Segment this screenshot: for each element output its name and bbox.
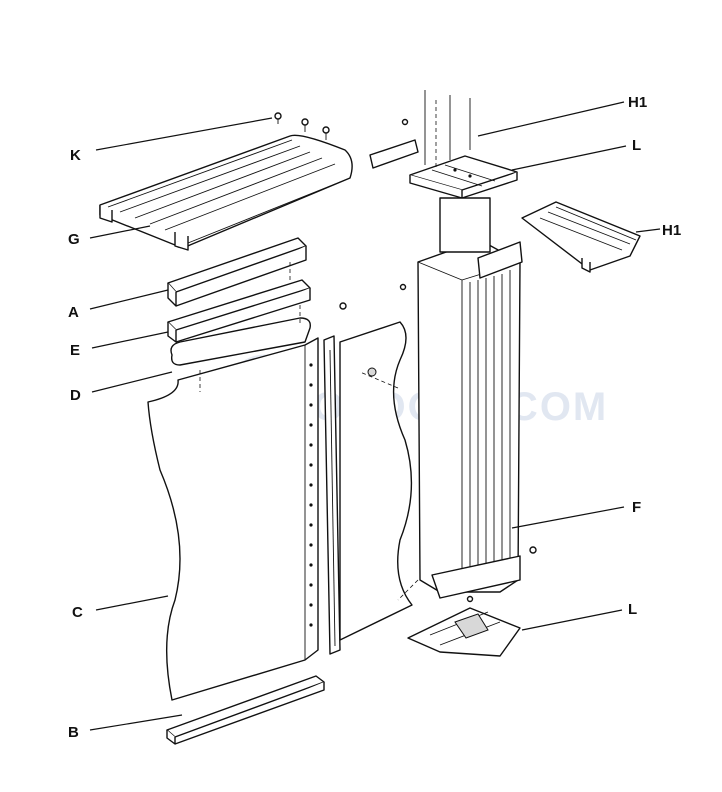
label-k-group: K [70,117,273,164]
label-e: E [70,342,80,359]
top-cap-part-h1-side [521,201,641,273]
label-f: F [632,499,641,516]
bolt-strip [323,335,341,655]
alignment-lines [199,262,419,601]
label-h1-side-group: H1 [635,222,681,239]
label-h1-side: H1 [662,222,681,239]
label-d-group: D [70,371,173,404]
label-c-group: C [72,595,169,621]
label-l-bottom: L [628,601,637,618]
wall-panel-right-section [339,321,413,641]
label-h1-top-group: H1 [477,94,647,137]
label-c: C [72,604,83,621]
label-f-group: F [511,499,641,529]
label-l-top-group: L [511,137,641,171]
stabilizer-rail-part-e [167,279,311,343]
label-k: K [70,147,81,164]
bottom-plate-part-l [407,595,521,657]
wall-panel-part-c [147,337,319,701]
bottom-track-part-b [166,675,325,745]
top-rail-part-a [167,237,307,307]
upright-screw [399,283,537,554]
label-e-group: E [70,331,169,359]
connector-bracket [369,118,419,169]
label-g: G [68,231,80,248]
label-a-group: A [68,289,169,321]
label-g-group: G [68,225,151,248]
upright-upper-section [439,197,491,253]
wall-top-edge-part-d [170,317,311,366]
label-l-bottom-group: L [521,601,637,631]
wall-bolt-holes [309,363,313,627]
label-d: D [70,387,81,404]
label-a: A [68,304,79,321]
label-b-group: B [68,714,183,741]
label-h1-top: H1 [628,94,647,111]
upright-part-f [417,239,523,599]
label-l-top: L [632,137,641,154]
top-seat-part-g [99,134,353,251]
screw-k [274,112,330,140]
alignment-lines-top [424,90,471,168]
top-plate-part-l [409,155,518,199]
wall-nut [339,302,377,377]
label-b: B [68,724,79,741]
